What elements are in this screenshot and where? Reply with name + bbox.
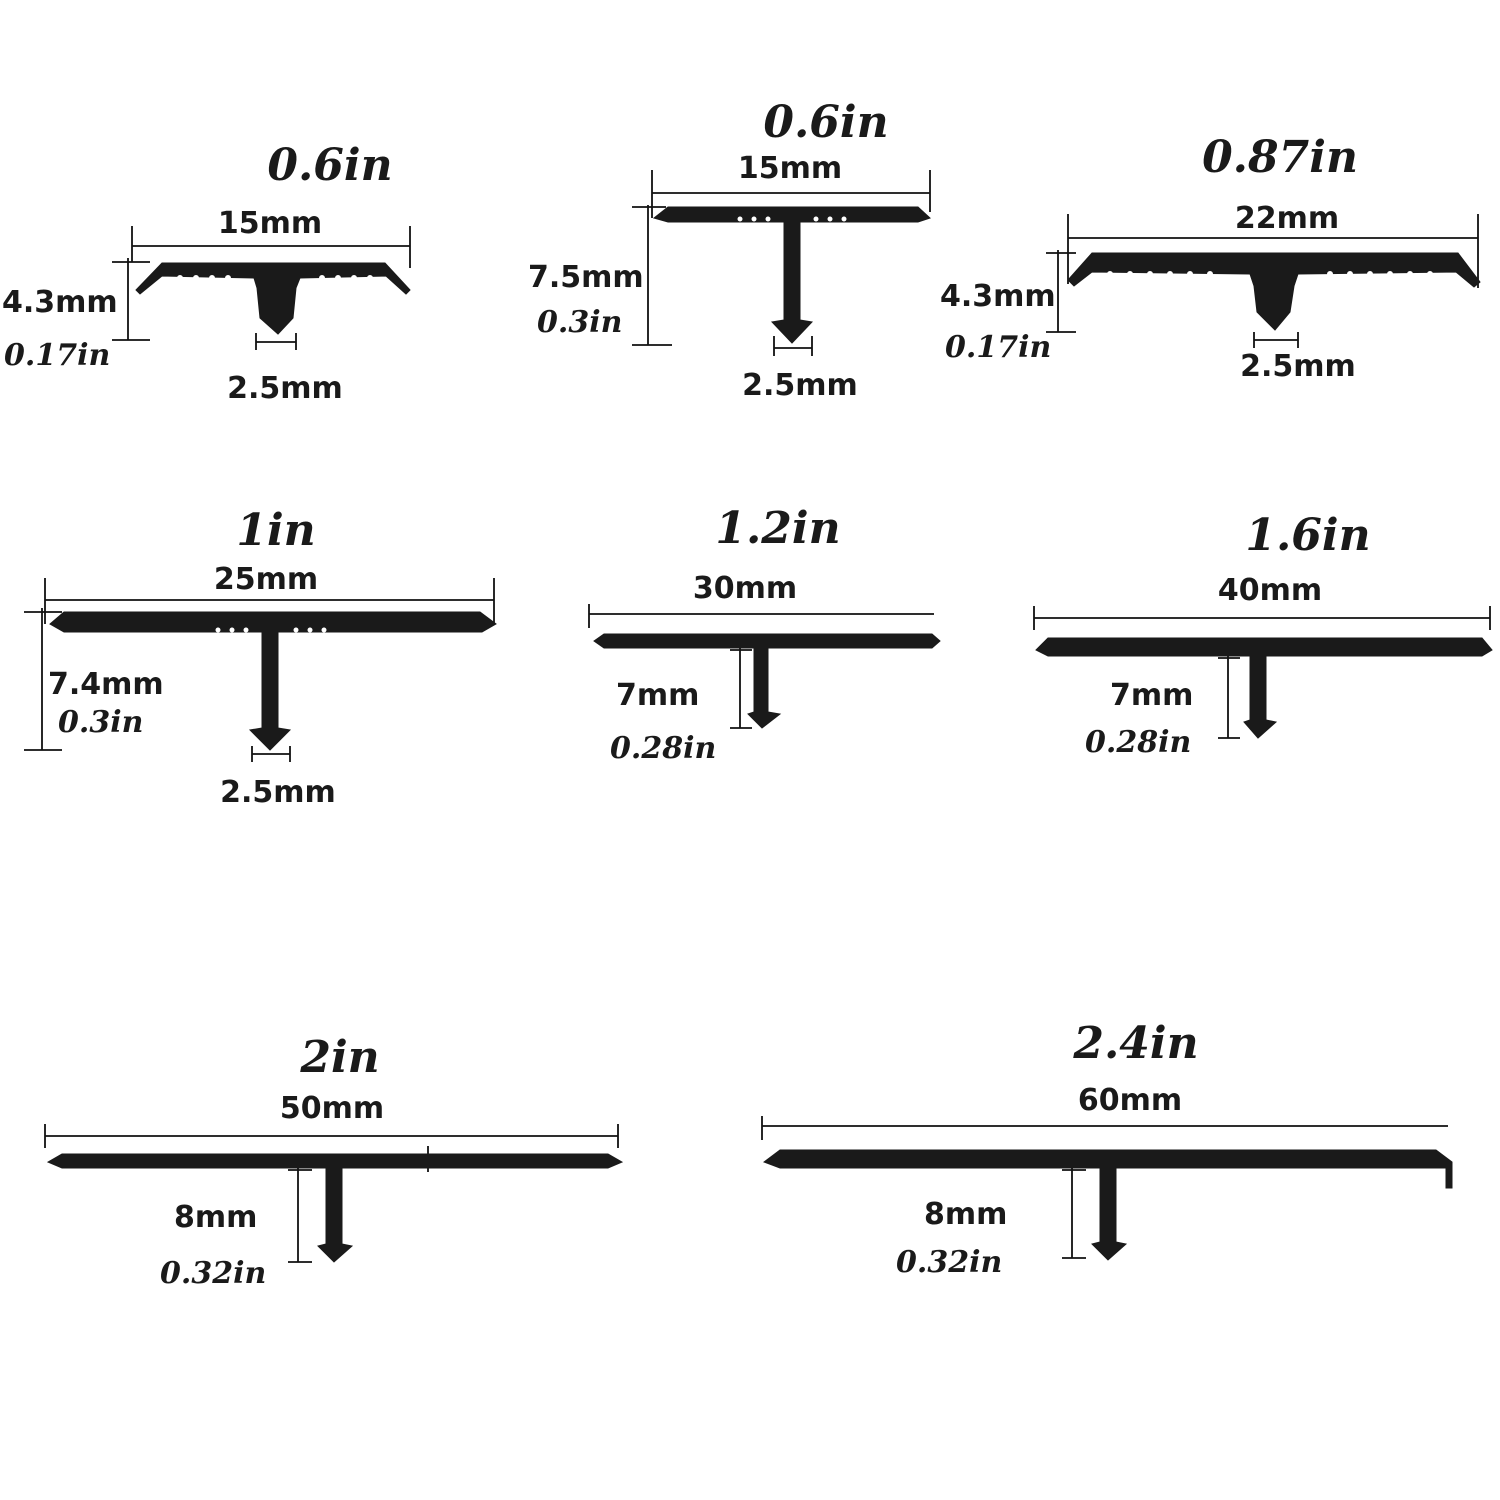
profile-2-shape — [652, 206, 931, 344]
profile-3: 0.87in 22mm 4.3mm 0.17in 2.5mm — [940, 132, 1481, 384]
ridge-mark — [335, 275, 341, 281]
profile-7: 2in 50mm 8mm 0.32in — [44, 1032, 624, 1291]
profile-3-shape — [1067, 252, 1481, 331]
profile-6-height-mm: 7mm — [1110, 678, 1193, 713]
ridge-mark — [1407, 271, 1413, 277]
profile-3-height-mm: 4.3mm — [940, 279, 1056, 314]
profile-8-height-in: 0.32in — [896, 1245, 1002, 1280]
ridge-mark — [1127, 271, 1133, 277]
ridge-mark — [321, 627, 327, 633]
profile-7-height-in: 0.32in — [160, 1256, 266, 1291]
profile-8: 2.4in 60mm 8mm 0.32in — [761, 1018, 1453, 1280]
profile-1-width-mm: 15mm — [218, 206, 322, 241]
profile-6-shape — [1035, 637, 1493, 739]
profile-2-stem-mm: 2.5mm — [742, 368, 858, 403]
profile-3-stem-mm: 2.5mm — [1240, 349, 1356, 384]
profile-8-shape — [762, 1149, 1453, 1261]
ridge-mark — [1367, 271, 1373, 277]
ridge-mark — [1187, 271, 1193, 277]
ridge-mark — [215, 627, 221, 633]
profile-5-height-in: 0.28in — [610, 731, 716, 766]
ridge-mark — [367, 275, 373, 281]
profile-2-width-in: 0.6in — [763, 97, 888, 148]
profile-6: 1.6in 40mm 7mm 0.28in — [1033, 510, 1493, 760]
ridge-mark — [1327, 271, 1333, 277]
ridge-mark — [1347, 271, 1353, 277]
ridge-mark — [827, 216, 833, 222]
profile-2-height-in: 0.3in — [537, 305, 622, 340]
profile-3-width-in: 0.87in — [1202, 132, 1358, 183]
profile-4-width-mm: 25mm — [214, 562, 318, 597]
profile-8-width-in: 2.4in — [1072, 1018, 1198, 1069]
ridge-mark — [209, 275, 215, 281]
ridge-mark — [737, 216, 743, 222]
profile-7-width-in: 2in — [299, 1032, 379, 1083]
profile-6-width-in: 1.6in — [1245, 510, 1370, 561]
profile-8-height-mm: 8mm — [924, 1197, 1007, 1232]
ridge-mark — [225, 275, 231, 281]
profile-4: 1in 25mm 7.4mm 0.3in 2.5mm — [24, 505, 497, 810]
profile-6-width-mm: 40mm — [1218, 573, 1322, 608]
profile-8-width-mm: 60mm — [1078, 1083, 1182, 1118]
profile-4-width-in: 1in — [236, 505, 315, 556]
profile-4-height-in: 0.3in — [58, 705, 143, 740]
ridge-mark — [813, 216, 819, 222]
ridge-mark — [243, 627, 249, 633]
profile-1-height-in: 0.17in — [4, 338, 110, 373]
profile-1-width-in: 0.6in — [267, 140, 392, 191]
profile-1-shape — [135, 262, 411, 335]
profile-1: 0.6in 15mm 4.3mm 0.17in 2.5mm — [2, 140, 411, 406]
ridge-marks — [177, 216, 1433, 633]
profile-4-stem-mm: 2.5mm — [220, 775, 336, 810]
ridge-mark — [751, 216, 757, 222]
profile-1-stem-mm: 2.5mm — [227, 371, 343, 406]
ridge-mark — [765, 216, 771, 222]
ridge-mark — [1207, 271, 1213, 277]
ridge-mark — [1147, 271, 1153, 277]
profile-1-height-mm: 4.3mm — [2, 285, 118, 320]
profile-5-width-in: 1.2in — [715, 503, 840, 554]
profile-7-shape — [46, 1153, 624, 1263]
profile-5-shape — [593, 633, 941, 729]
profile-4-height-mm: 7.4mm — [48, 667, 164, 702]
ridge-mark — [193, 275, 199, 281]
profile-5-width-mm: 30mm — [693, 571, 797, 606]
profile-3-height-in: 0.17in — [945, 330, 1051, 365]
ridge-mark — [351, 275, 357, 281]
ridge-mark — [293, 627, 299, 633]
profile-6-height-in: 0.28in — [1085, 725, 1191, 760]
ridge-mark — [319, 275, 325, 281]
ridge-mark — [1167, 271, 1173, 277]
profile-3-width-mm: 22mm — [1235, 201, 1339, 236]
ridge-mark — [841, 216, 847, 222]
ridge-mark — [1387, 271, 1393, 277]
ridge-mark — [1107, 271, 1113, 277]
profile-5-height-mm: 7mm — [616, 678, 699, 713]
profile-7-height-mm: 8mm — [174, 1200, 257, 1235]
profile-2-width-mm: 15mm — [738, 151, 842, 186]
profile-5: 1.2in 30mm 7mm 0.28in — [588, 503, 941, 766]
ridge-mark — [177, 275, 183, 281]
profile-7-width-mm: 50mm — [280, 1091, 384, 1126]
profile-2: 0.6in 15mm 7.5mm 0.3in 2.5mm — [528, 97, 931, 403]
ridge-mark — [229, 627, 235, 633]
ridge-mark — [307, 627, 313, 633]
profile-4-shape — [49, 611, 497, 751]
profile-2-height-mm: 7.5mm — [528, 260, 644, 295]
ridge-mark — [1427, 271, 1433, 277]
